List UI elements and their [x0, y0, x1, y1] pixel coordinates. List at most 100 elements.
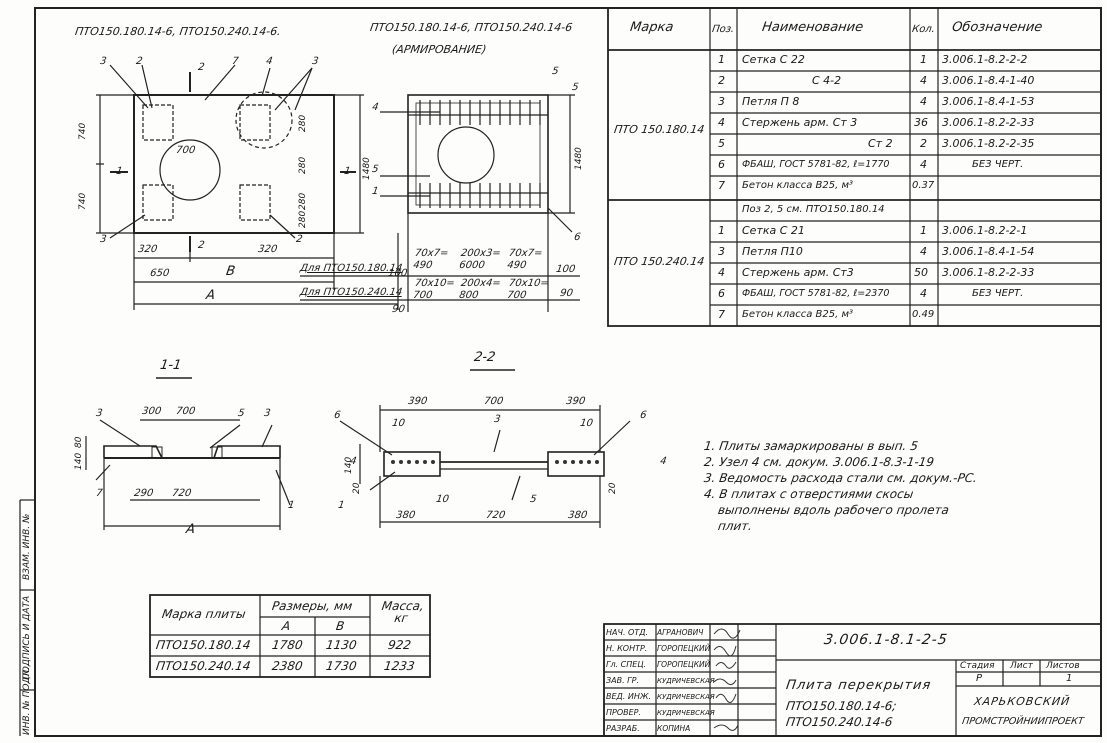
sec1-dim: 700 [175, 406, 196, 417]
arm-end-dim: 100 [555, 264, 576, 275]
spec-name: Стержень арм. Ст 3 [742, 116, 858, 129]
sec1-dim-a: А [185, 522, 197, 537]
spec-qty: 4 [920, 158, 927, 171]
plan-dim-280: 280 [298, 156, 308, 174]
stamp-org-1: ХАРЬКОВСКИЙ [973, 695, 1072, 708]
spec-qty: 4 [920, 245, 927, 258]
spec-name: Бетон класса В25, м³ [742, 180, 854, 191]
spec-designation: БЕЗ ЧЕРТ. [972, 288, 1024, 299]
note: 1. Плиты замаркированы в вып. 5 [703, 439, 919, 453]
spec-pos: 1 [718, 53, 725, 66]
plan-outline [133, 94, 335, 234]
spec-pos: 6 [718, 287, 725, 300]
plan-dim-280: 280 [298, 210, 308, 228]
arm-outline [407, 94, 549, 214]
sec2-title: 2-2 [473, 350, 497, 365]
spec-name: Сетка С 22 [742, 53, 805, 66]
stamp-sheets: 1 [1066, 673, 1073, 684]
spec-header-designation: Обозначение [951, 20, 1044, 35]
arm-row2-dim: 70x10= 700 [506, 278, 550, 301]
plan-dim-740-top: 740 [78, 122, 88, 140]
mass-table-lines [149, 594, 431, 678]
mass-header-mark: Марка плиты [161, 607, 247, 621]
spec-designation: 3.006.1-8.4-1-40 [942, 74, 1035, 87]
arm-end-dim: 100 [387, 268, 408, 279]
plan-dim-280: 280 [298, 114, 308, 132]
spec-pos: 1 [718, 224, 725, 237]
stamp-title-3: ПТО150.240.14-6 [785, 715, 894, 729]
mass-row-mass: 1233 [383, 659, 416, 673]
spec-group-mark: ПТО 150.180.14 [613, 123, 706, 136]
sec2-dim: 720 [485, 510, 506, 521]
plan-dim-b: В [225, 264, 237, 279]
stamp-role: Н. КОНТР. [606, 644, 648, 653]
arm-dim-1480: 1480 [574, 147, 584, 170]
stamp-org-2: ПРОМСТРОЙНИИПРОЕКТ [961, 716, 1085, 727]
note: плит. [717, 519, 754, 533]
plan-dim-280: 280 [298, 192, 308, 210]
spec-name: Бетон класса В25, м³ [742, 309, 854, 320]
arm-title: ПТО150.180.14-6, ПТО150.240.14-6 [369, 21, 574, 34]
spec-pos: 5 [718, 137, 725, 150]
plan-title: ПТО150.180.14-6, ПТО150.240.14-6. [74, 25, 282, 38]
spec-pos: 3 [718, 95, 725, 108]
stamp-name: ГОРОПЕЦКИЙ [657, 660, 711, 669]
spec-pos: 4 [718, 266, 725, 279]
spec-name: Стержень арм. Ст3 [742, 266, 854, 279]
sec2-dim: 380 [395, 510, 416, 521]
sec1-dim: 290 [133, 488, 154, 499]
arm-row1-dim: 200x3= 6000 [458, 248, 502, 271]
arm-row2-label: Для ПТО150.240.14 [299, 287, 403, 298]
mass-row-mass: 922 [387, 638, 412, 652]
spec-table-lines [607, 7, 1102, 327]
stamp-sheet-header: Лист [1010, 661, 1033, 671]
arm-subtitle: (АРМИРОВАНИЕ) [391, 43, 488, 56]
arm-row1-dim: 70x7= 490 [506, 248, 544, 271]
stamp-role: ВЕД. ИНЖ. [606, 692, 652, 701]
sec2-dim-20: 20 [352, 482, 362, 494]
spec-qty: 0.49 [912, 309, 935, 320]
mass-row-a: 2380 [271, 659, 304, 673]
plan-hole [159, 139, 221, 201]
spec-qty: 2 [920, 137, 927, 150]
stamp-name: ГОРОПЕЦКИЙ [657, 644, 711, 653]
stamp-role: НАЧ. ОТД. [606, 628, 649, 637]
sec2-dim: 390 [565, 396, 586, 407]
sec1-dim-80: 80 [74, 436, 84, 448]
spec-header-name: Наименование [761, 20, 865, 35]
sheet-frame [34, 7, 1102, 737]
sec2-dim: 10 [579, 418, 594, 429]
sec1-title: 1-1 [159, 358, 183, 373]
mass-row-a: 1780 [271, 638, 304, 652]
spec-qty: 4 [920, 95, 927, 108]
spec-header-qty: Кол. [911, 24, 936, 35]
plan-dim-a: А [205, 288, 217, 303]
note: 2. Узел 4 см. докум. 3.006.1-8.3-1-19 [703, 455, 935, 469]
spec-designation: 3.006.1-8.2-2-33 [942, 116, 1035, 129]
mass-row-mark: ПТО150.240.14 [155, 659, 252, 673]
spec-pos: 2 [718, 74, 725, 87]
spec-group-mark: ПТО 150.240.14 [613, 255, 706, 268]
plan-loop-circle [235, 91, 293, 149]
arm-end-dim: 90 [391, 304, 406, 315]
spec-designation: БЕЗ ЧЕРТ. [972, 159, 1024, 170]
side-strip-replace: ВЗАМ. ИНВ. № [22, 513, 32, 580]
spec-qty: 36 [914, 116, 928, 129]
stamp-role: РАЗРАБ. [606, 724, 640, 733]
spec-designation: 3.006.1-8.2-2-1 [942, 224, 1028, 237]
note: 3. Ведомость расхода стали см. докум.-РС… [703, 471, 978, 485]
sec2-dim: 700 [483, 396, 504, 407]
plan-dim-320: 320 [137, 244, 158, 255]
spec-name: ФБАШ, ГОСТ 5781-82, ℓ=1770 [742, 159, 890, 170]
spec-qty: 4 [920, 74, 927, 87]
mass-header-a: А [281, 619, 292, 633]
spec-qty: 50 [914, 266, 928, 279]
sec1-dim: 300 [141, 406, 162, 417]
spec-pos: 4 [718, 116, 725, 129]
sec2-left-rib [383, 451, 441, 477]
sec2-right-rib [547, 451, 605, 477]
stamp-name: АГРАНОВИЧ [657, 628, 704, 637]
plan-dim-740-bottom: 740 [78, 192, 88, 210]
